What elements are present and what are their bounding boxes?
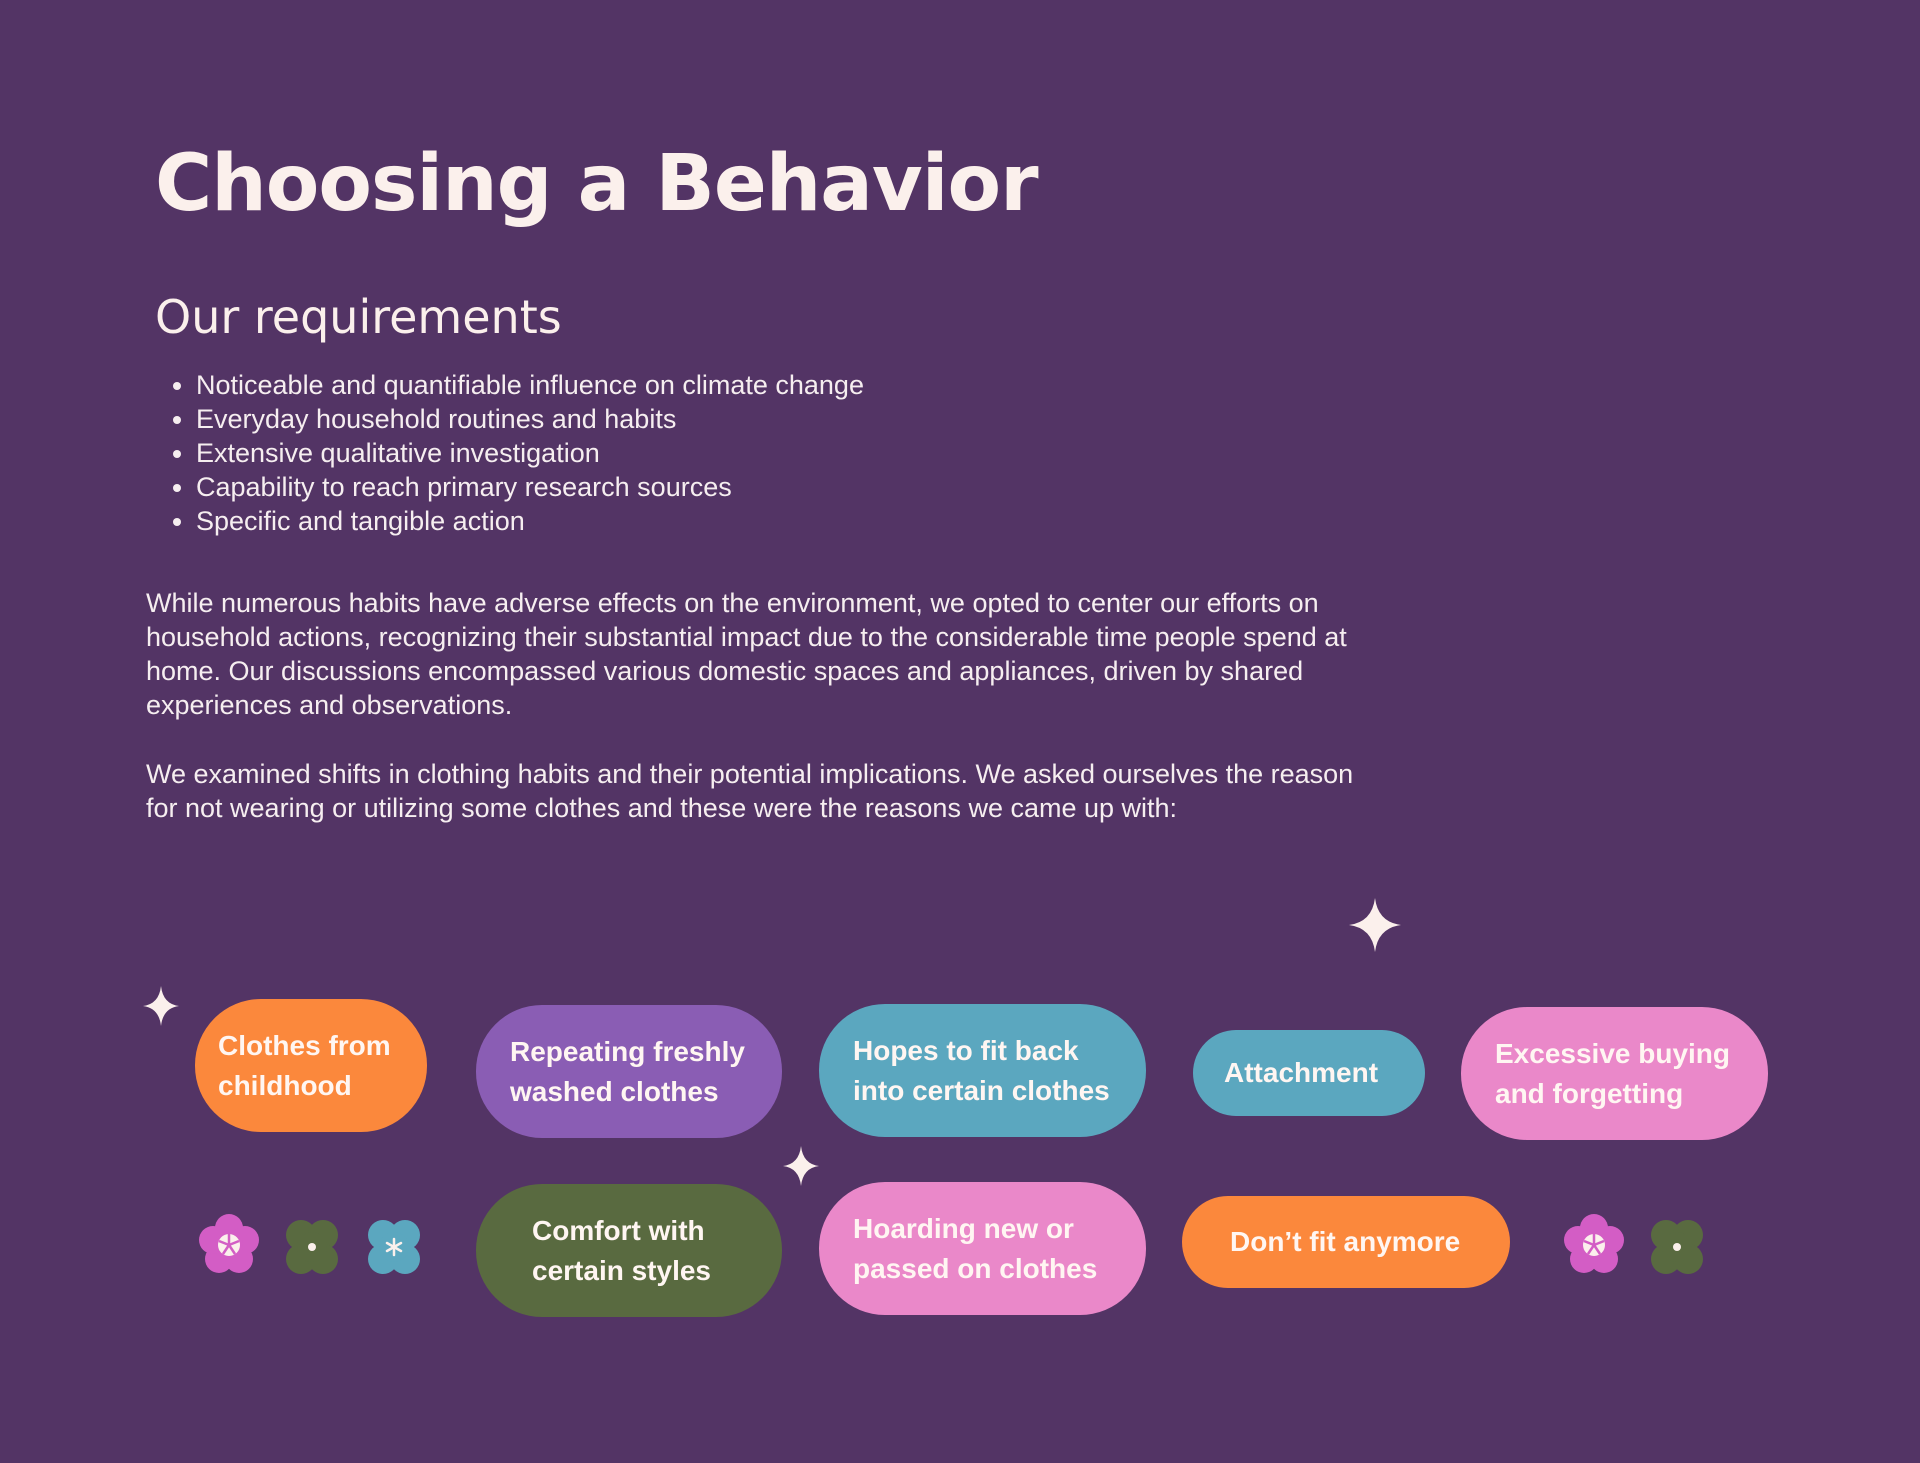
reason-pill-line: certain styles [532,1254,711,1286]
flower-dot-icon [1651,1220,1703,1274]
sparkle-icon [1349,898,1401,952]
sparkle-icon [143,986,179,1026]
flower-asterisk-icon [368,1220,420,1274]
reason-pill-line: Hoarding new or [853,1212,1074,1244]
reason-pill-line: into certain clothes [853,1074,1110,1106]
clothing-paragraph: We examined shifts in clothing habits an… [146,759,1354,823]
reason-pill-dont-fit-anymore: Don’t fit anymore [1182,1196,1510,1288]
flower-pinwheel-icon [199,1214,259,1273]
requirement-item: Specific and tangible action [196,504,864,538]
requirement-item: Extensive qualitative investigation [196,436,864,470]
flower-pinwheel-icon [1564,1214,1624,1273]
reason-pill-hoarding: Hoarding new or passed on clothes [819,1182,1146,1315]
reason-pill-clothes-from-childhood: Clothes from childhood [195,999,427,1132]
reason-pill-line: Repeating freshly [510,1035,745,1067]
requirement-item: Everyday household routines and habits [196,402,864,436]
reason-pill-repeating-freshly-washed: Repeating freshly washed clothes [476,1005,782,1138]
reason-pill-line: childhood [218,1069,352,1101]
reason-pill-line: washed clothes [510,1075,719,1107]
sparkle-icon [783,1146,819,1186]
reason-pill-hopes-to-fit-back: Hopes to fit back into certain clothes [819,1004,1146,1137]
intro-paragraph: While numerous habits have adverse effec… [146,588,1347,720]
reason-pill-line: passed on clothes [853,1252,1098,1284]
requirement-item: Noticeable and quantifiable influence on… [196,368,864,402]
page-title: Choosing a Behavior [155,139,1039,229]
reason-pill-line: and forgetting [1495,1077,1684,1109]
reason-pill-line: Don’t fit anymore [1230,1226,1461,1257]
reason-pill-line: Hopes to fit back [853,1034,1079,1066]
reason-pill-attachment: Attachment [1193,1030,1425,1116]
requirements-list: Noticeable and quantifiable influence on… [155,368,864,538]
reason-pill-line: Attachment [1224,1057,1379,1088]
reason-pill-line: Excessive buying [1495,1037,1731,1069]
reason-pill-line: Clothes from [218,1029,391,1061]
reason-pill-excessive-buying: Excessive buying and forgetting [1461,1007,1768,1140]
reason-pill-line: Comfort with [532,1214,705,1246]
requirement-item: Capability to reach primary research sou… [196,470,864,504]
reason-pill-comfort-with-styles: Comfort with certain styles [476,1184,782,1317]
flower-dot-icon [286,1220,338,1274]
section-heading: Our requirements [155,290,562,344]
